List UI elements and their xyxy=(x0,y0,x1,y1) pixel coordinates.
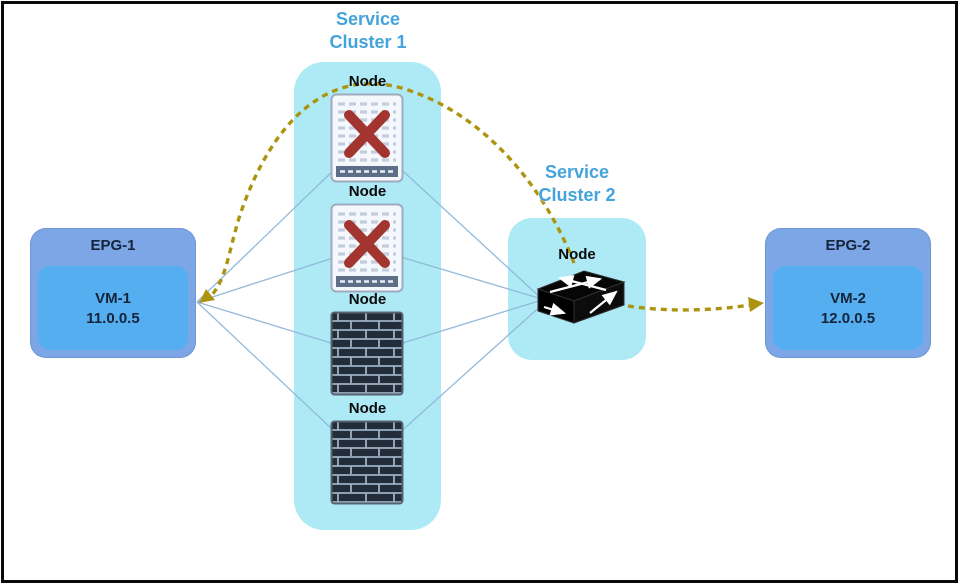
traffic-curve-to-vm1 xyxy=(204,81,576,302)
traffic-arrowheads xyxy=(199,289,764,312)
node-3-label: Node xyxy=(348,291,387,308)
epg-2-title: EPG-2 xyxy=(825,237,871,254)
firewall-icon xyxy=(330,420,404,505)
service-node-failed-icon xyxy=(330,203,404,293)
traffic-path-dashed xyxy=(204,81,758,312)
node-4-label: Node xyxy=(348,400,387,417)
switch-icon xyxy=(534,265,626,329)
epg-2-group: EPG-2 VM-2 12.0.0.5 xyxy=(765,228,931,358)
service-cluster-1-title: Service Cluster 1 xyxy=(329,9,407,52)
arrowhead-vm1 xyxy=(199,289,215,303)
vm-1-name: VM-1 xyxy=(95,289,131,307)
vm-2-name: VM-2 xyxy=(830,289,866,307)
firewall-icon xyxy=(330,311,404,396)
vm-2-ip: 12.0.0.5 xyxy=(820,309,876,327)
service-node-failed-icon xyxy=(330,93,404,183)
service-cluster-2-title: Service Cluster 2 xyxy=(538,162,616,205)
node-1-label: Node xyxy=(348,73,387,90)
traffic-line-to-vm2 xyxy=(627,302,758,312)
arrowhead-vm2 xyxy=(748,297,764,312)
epg-1-title: EPG-1 xyxy=(90,237,136,254)
switch-node-label: Node xyxy=(558,246,596,263)
node-2-label: Node xyxy=(348,183,387,200)
vm-1-ip: 11.0.0.5 xyxy=(86,309,140,327)
vm-2-box: VM-2 12.0.0.5 xyxy=(773,266,923,350)
vm-1-box: VM-1 11.0.0.5 xyxy=(38,266,188,350)
epg-1-group: EPG-1 VM-1 11.0.0.5 xyxy=(30,228,196,358)
